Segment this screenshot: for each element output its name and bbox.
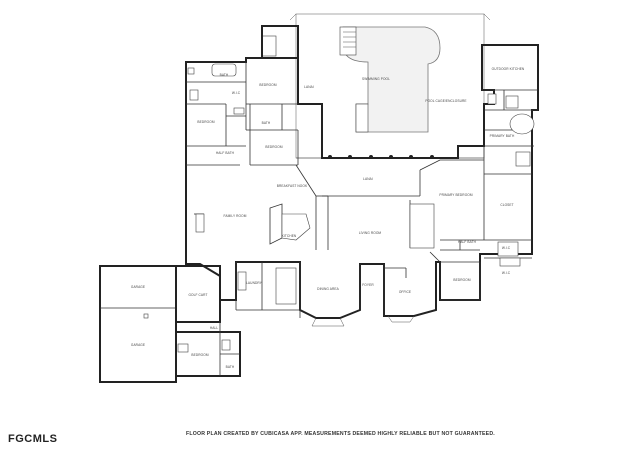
garage-outline [99, 265, 177, 383]
pool-spa-steps [355, 103, 369, 133]
room-label-dining: DINING AREA [317, 287, 339, 291]
room-label-bedroom-se: BEDROOM [453, 278, 470, 282]
room-label-bedroom-c: BEDROOM [265, 145, 282, 149]
sw-bath-tub [221, 339, 231, 351]
room-label-closet: CLOSET [500, 203, 513, 207]
room-label-pool-cage: POOL CAGE/ENCLOSURE [425, 99, 466, 103]
room-label-bedroom-ne: BEDROOM [259, 83, 276, 87]
room-label-half-bath-e: HALF BATH [458, 240, 477, 244]
room-label-half-bath: HALF BATH [216, 151, 235, 155]
room-label-wic-e1: W.I.C [502, 246, 511, 250]
room-label-bath-sw: BATH [226, 365, 235, 369]
pool-steps [339, 26, 357, 56]
room-label-garage1: GARAGE [131, 285, 145, 289]
se-bedroom-angle [429, 251, 441, 263]
room-label-kitchen: KITCHEN [282, 234, 297, 238]
living-walls [322, 159, 441, 249]
sw-bath-fixture [177, 343, 189, 353]
room-label-wic: W.I.C [232, 91, 241, 95]
room-label-outdoor-kitchen: OUTDOOR KITCHEN [492, 67, 525, 71]
room-label-pool: SWIMMING POOL [362, 77, 390, 81]
room-label-foyer: FOYER [362, 283, 374, 287]
room-label-golf-cart: GOLF CART [188, 293, 207, 297]
room-label-hall: HALL [210, 326, 219, 330]
room-label-lanai: LANAI [304, 85, 314, 89]
garage-post [143, 313, 149, 319]
mls-logo: FGCMLS [8, 433, 58, 445]
room-label-living: LIVING ROOM [359, 231, 382, 235]
room-label-family: FAMILY ROOM [224, 214, 247, 218]
nw-wing-walls [186, 62, 299, 166]
room-label-wic-e2: W.I.C [502, 271, 511, 275]
front-bays [299, 262, 415, 327]
floor-plan-disclaimer: FLOOR PLAN CREATED BY CUBICASA APP. MEAS… [186, 431, 495, 437]
room-label-bedroom-sw: BEDROOM [191, 353, 208, 357]
kitchen-island [269, 203, 311, 245]
sw-bedroom [175, 331, 241, 377]
room-label-primary-bed: PRIMARY BEDROOM [439, 193, 473, 197]
room-label-breakfast: BREAKFAST NOOK [277, 184, 308, 188]
room-label-bath-c: BATH [262, 121, 271, 125]
room-labels: SWIMMING POOL LANAI POOL CAGE/ENCLOSURE … [131, 67, 525, 369]
room-label-lanai-c: LANAI [363, 177, 373, 181]
room-label-office: OFFICE [399, 290, 411, 294]
room-label-garage2: GARAGE [131, 343, 145, 347]
room-label-bath-n: BATH [220, 73, 229, 77]
primary-suite-walls [440, 89, 538, 267]
north-small-room [261, 25, 299, 59]
se-bedroom-walls [440, 261, 481, 301]
room-label-primary-bath: PRIMARY BATH [490, 134, 515, 138]
room-label-bedroom-w: BEDROOM [197, 120, 214, 124]
room-label-laundry: LAUNDRY [246, 281, 263, 285]
laundry-walls [235, 262, 300, 311]
family-room-walls [194, 164, 329, 250]
